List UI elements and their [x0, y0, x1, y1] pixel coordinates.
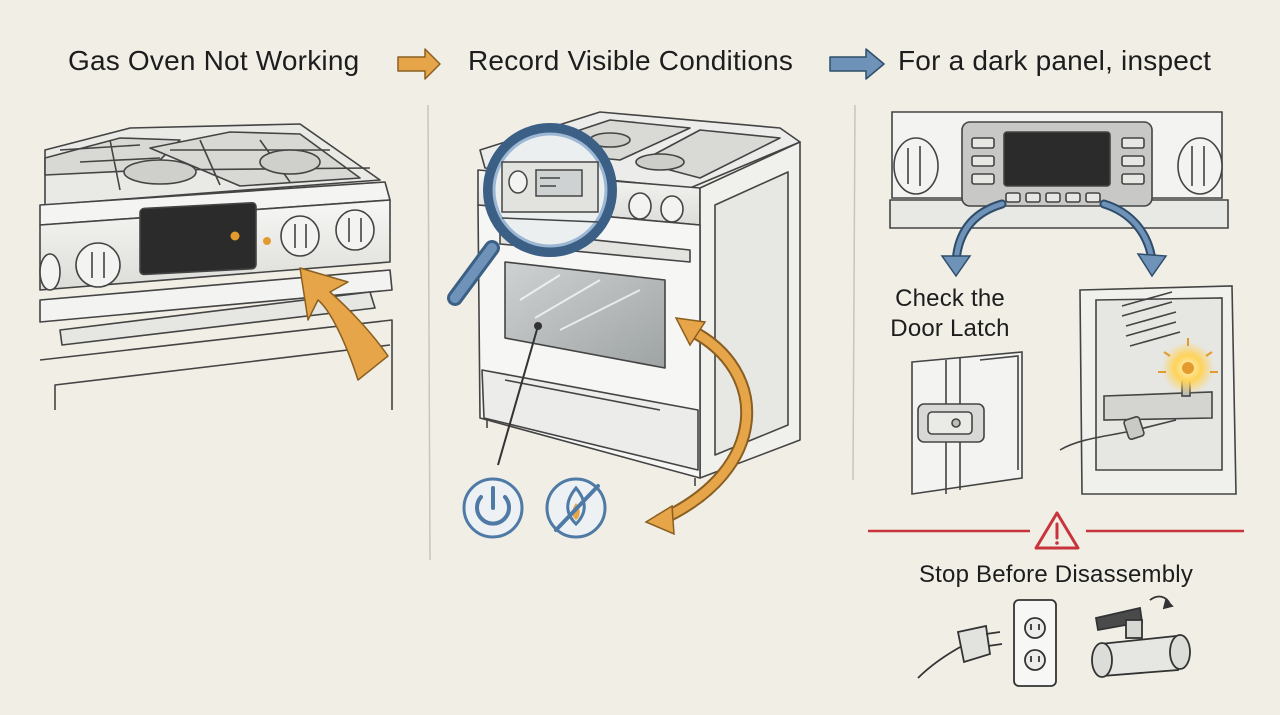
- pointer-arrow-orange: [299, 267, 389, 381]
- door-latch-illustration: [911, 351, 1023, 495]
- door-latch-label: Check the Door Latch: [870, 284, 1030, 344]
- control-panel-closeup: [889, 111, 1229, 229]
- no-flame-icon: [545, 477, 607, 539]
- oven-igniter-illustration: [1059, 285, 1237, 495]
- door-latch-label-line-1: Check the: [895, 285, 1005, 312]
- power-icon: [462, 477, 524, 539]
- door-latch-label-line-2: Door Latch: [890, 315, 1010, 342]
- stop-warning-label: Stop Before Disassembly: [918, 561, 1194, 588]
- magnifying-glass-icon: [447, 123, 617, 306]
- branch-arrow-left: [940, 199, 1007, 278]
- warning-triangle-icon: [1034, 511, 1080, 550]
- indicator-light-icon: [230, 231, 240, 241]
- step-3-title: For a dark panel, inspect: [898, 45, 1212, 76]
- step-2-title: Record Visible Conditions: [468, 45, 794, 76]
- branch-arrow-right: [1099, 199, 1168, 278]
- gas-valve-icon: [1091, 595, 1191, 678]
- step-1-title: Gas Oven Not Working: [68, 45, 360, 76]
- flow-arrow-2: [829, 48, 885, 80]
- power-plug-icon: [917, 624, 1003, 679]
- igniter-glow-rays: [1158, 338, 1218, 373]
- indicator-light-icon: [263, 237, 271, 245]
- igniter-glow-core: [1182, 362, 1194, 374]
- callout-line: [497, 325, 539, 466]
- wall-outlet-icon: [1013, 599, 1057, 687]
- flow-arrow-1: [397, 48, 441, 80]
- door-swing-arrow: [644, 317, 754, 536]
- panel-divider-1: [427, 104, 431, 561]
- oven-front-illustration: [39, 123, 393, 410]
- panel-divider-2: [852, 104, 856, 481]
